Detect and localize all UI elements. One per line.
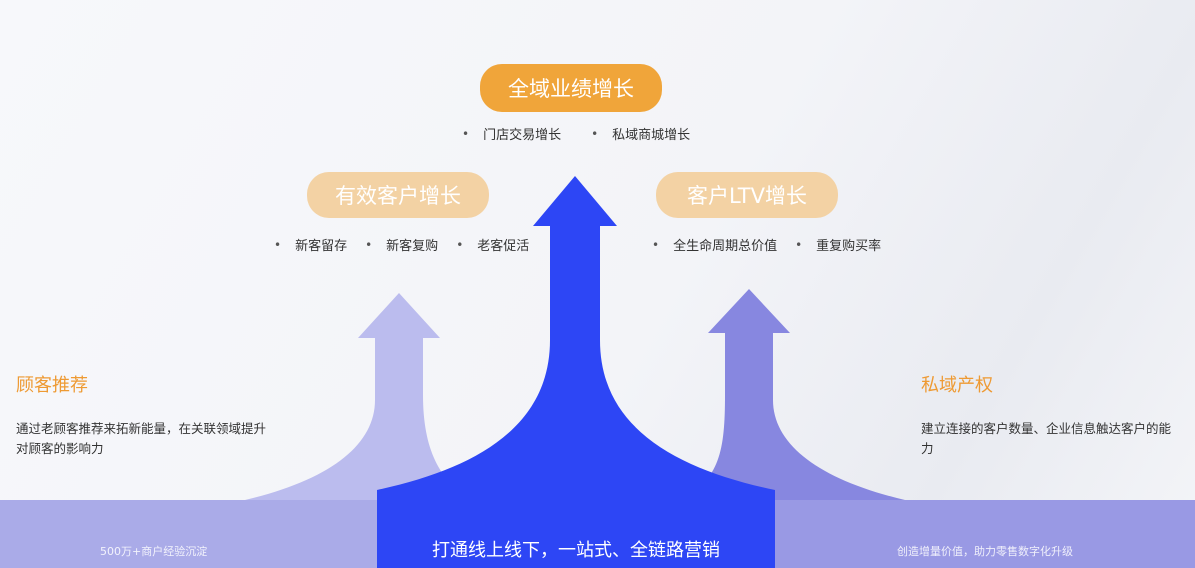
bullet-lifetime-value: 全生命周期总价值 [652, 235, 777, 254]
goal-pill-ltv: 客户LTV增长 [656, 172, 838, 218]
right-goal-bullets: 全生命周期总价值 重复购买率 [652, 235, 881, 254]
right-side-title: 私域产权 [921, 375, 993, 396]
bullet-private-mall: 私域商城增长 [591, 124, 690, 143]
bullet-new-repurchase: 新客复购 [365, 235, 438, 254]
left-side-title: 顾客推荐 [16, 375, 88, 396]
main-arrow [377, 176, 775, 568]
center-bullets: 门店交易增长 私域商城增长 [462, 124, 690, 143]
left-side-desc: 通过老顾客推荐来拓新能量，在关联领域提升对顾客的影响力 [16, 421, 267, 456]
right-arrow [680, 289, 905, 500]
center-slogan: 打通线上线下，一站式、全链路营销 [432, 540, 720, 561]
left-footer: 500万+商户经验沉淀 [100, 545, 208, 558]
bullet-store-trade: 门店交易增长 [462, 124, 561, 143]
bottom-band-right [720, 500, 1195, 568]
bullet-repurchase-rate: 重复购买率 [795, 235, 881, 254]
bullet-old-activation: 老客促活 [456, 235, 529, 254]
goal-pill-effective-customers: 有效客户增长 [307, 172, 489, 218]
right-side-desc: 建立连接的客户数量、企业信息触达客户的能力 [921, 421, 1172, 456]
left-goal-bullets: 新客留存 新客复购 老客促活 [274, 235, 529, 254]
right-footer: 创造增量价值，助力零售数字化升级 [897, 545, 1073, 558]
bullet-new-retention: 新客留存 [274, 235, 347, 254]
goal-pill-total-growth: 全域业绩增长 [480, 64, 662, 112]
left-arrow [245, 293, 470, 500]
